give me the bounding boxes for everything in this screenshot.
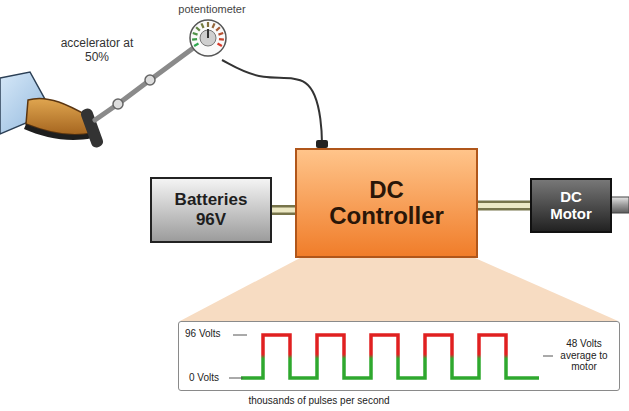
connector (478, 205, 530, 206)
dial-tick (196, 27, 200, 30)
node-title: Batteries (175, 190, 248, 210)
level-tick (543, 356, 553, 357)
connector (272, 210, 295, 211)
dc-motor: DC Motor (530, 178, 612, 233)
dial-tick (193, 33, 198, 35)
dc-controller: DC Controller (295, 148, 478, 258)
dial-tick (212, 23, 214, 28)
average-voltage-note-holder: 48 Volts average to motor (555, 338, 613, 373)
average-voltage-note: 48 Volts average to motor (555, 338, 613, 373)
pedal-linkage (95, 46, 196, 120)
pulse-rate-caption-holder: thousands of pulses per second (219, 395, 419, 407)
connector (222, 60, 328, 148)
dial-pointer (207, 29, 209, 38)
potentiometer: potentiometer (170, 2, 254, 60)
dial-tick (218, 44, 222, 47)
pwm-inset-panel: 96 Volts 0 Volts 48 Volts average to motor… (178, 321, 620, 391)
power-cable-inner (478, 203, 530, 208)
voltage-level-holder: 96 Volts (185, 328, 231, 340)
power-cable-inner (272, 208, 295, 213)
accelerator-foot (0, 72, 104, 149)
voltage-level-holder: 0 Volts (189, 372, 229, 384)
square-wave (241, 335, 539, 378)
node-subtitle: 96V (196, 210, 226, 230)
node-title: potentiometer (170, 2, 254, 16)
dial-tick (192, 38, 197, 41)
dial-knob (200, 30, 216, 46)
level-tick (229, 378, 243, 379)
power-cable-outer (478, 201, 530, 211)
accelerator-label-holder: accelerator at 50% (58, 36, 136, 65)
linkage-joint (145, 75, 155, 85)
voltage-level: 0 Volts (189, 372, 229, 384)
dial-tick (219, 38, 224, 41)
node-title: DC Motor (550, 189, 592, 222)
accelerator-label: accelerator at 50% (58, 36, 136, 65)
linkage-joint (113, 99, 123, 109)
dial-tick (207, 22, 209, 27)
battery-pack: Batteries96V (150, 177, 272, 243)
motor-shaft (610, 197, 629, 213)
power-cable-outer (272, 205, 295, 215)
dial-tick (216, 27, 220, 30)
pulse-rate-caption: thousands of pulses per second (219, 395, 419, 407)
dial-tick (194, 44, 198, 47)
level-tick (233, 335, 247, 336)
signal-cable (222, 60, 322, 148)
voltage-level: 96 Volts (185, 328, 231, 340)
dial-tick (201, 23, 203, 28)
dial-face (190, 20, 226, 56)
pwm-waveform (179, 322, 621, 392)
node-title: DC Controller (329, 177, 444, 230)
shoe-sole (24, 124, 92, 140)
cable-plug (316, 140, 328, 148)
dial-tick (218, 33, 223, 35)
linkage-rod (95, 46, 196, 120)
magnify-wedge (180, 258, 618, 321)
